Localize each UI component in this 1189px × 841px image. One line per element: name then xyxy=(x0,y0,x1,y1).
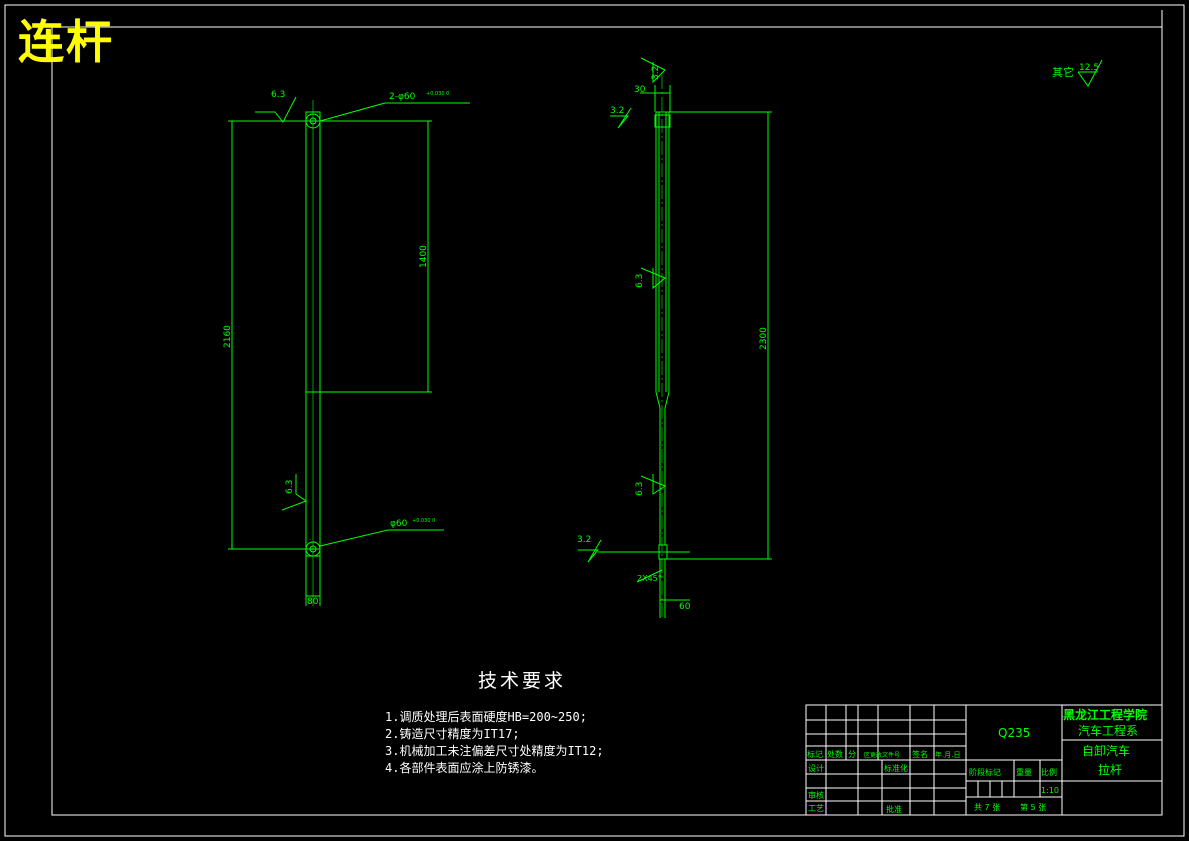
chamfer-leader xyxy=(636,569,663,583)
roughness-symbol-top xyxy=(255,96,297,123)
tech-requirements-heading: 技术要求 xyxy=(478,670,567,692)
side-roughness-1-text: 3.2 xyxy=(610,106,624,116)
side-roughness-top-text: 3.2 xyxy=(651,66,661,80)
side-roughness-2-text: 6.3 xyxy=(635,274,645,288)
ratio-label: 比例 xyxy=(1041,767,1057,777)
outer-frame xyxy=(4,4,1185,837)
sheet-total: 共 7 张 xyxy=(974,803,1000,812)
tech-requirement-item: 3.机械加工未注偏差尺寸处精度为IT12; xyxy=(385,744,604,758)
taper-right xyxy=(664,391,670,545)
side-roughness-3 xyxy=(640,474,667,495)
tech-requirements-list: 1.调质处理后表面硬度HB=200~250; 2.铸造尺寸精度为IT17; 3.… xyxy=(385,709,604,777)
bottom-hole-tolerance: +0.030 0 xyxy=(412,518,435,524)
front-roughness-top: 6.3 xyxy=(271,90,285,100)
approve-label: 批准 xyxy=(886,804,902,814)
dim-text-2300: 2300 xyxy=(759,327,769,350)
side-roughness-4 xyxy=(578,539,602,563)
material-text: Q235 xyxy=(998,726,1030,740)
tech-requirement-item: 1.调质处理后表面硬度HB=200~250; xyxy=(385,710,587,724)
title-block xyxy=(805,704,1163,816)
taper-left xyxy=(655,391,661,545)
other-roughness-label: 其它 xyxy=(1052,65,1074,79)
col-header-1: 处数 xyxy=(827,749,843,759)
dim-text-2160: 2160 xyxy=(223,325,233,348)
side-roughness-top xyxy=(640,57,666,84)
part-name-text: 拉杆 xyxy=(1098,762,1122,777)
roughness-symbol-mid xyxy=(281,474,308,511)
tech-requirement-item: 4.各部件表面应涂上防锈漆。 xyxy=(385,761,544,775)
other-roughness-symbol xyxy=(1077,59,1103,87)
process-label: 工艺 xyxy=(808,804,824,813)
school-text: 黑龙江工程学院 xyxy=(1063,707,1147,722)
side-roughness-2 xyxy=(640,267,666,290)
department-text: 汽车工程系 xyxy=(1078,723,1138,738)
standard-label: 标准化 xyxy=(884,763,908,773)
col-header-2: 分 xyxy=(848,750,856,759)
front-view xyxy=(228,96,470,606)
bottom-hole-callout: φ60 xyxy=(390,519,408,529)
bottom-hole-leader xyxy=(319,529,444,547)
dim-text-60: 60 xyxy=(679,602,691,612)
scale-value: 1:10 xyxy=(1041,786,1059,795)
top-hole-leader xyxy=(319,102,470,122)
col-header-5: 年.月.日 xyxy=(935,750,960,759)
top-hole-tolerance: +0.030 0 xyxy=(426,91,449,97)
col-header-4: 签名 xyxy=(912,749,928,759)
side-roughness-1 xyxy=(610,107,632,129)
designer-label: 设计 xyxy=(808,763,824,773)
dim-text-30: 30 xyxy=(634,85,646,95)
stage-label: 阶段标记 xyxy=(969,767,1001,777)
inner-frame xyxy=(51,26,1163,816)
chamfer-text: 2X45° xyxy=(637,574,662,583)
top-hole-callout: 2-φ60 xyxy=(389,92,416,102)
side-view xyxy=(578,57,772,618)
drawing-title: 连杆 xyxy=(18,15,114,69)
tech-requirement-item: 2.铸造尺寸精度为IT17; xyxy=(385,727,520,741)
fork-top-block xyxy=(654,114,671,128)
dim-text-80: 80 xyxy=(307,597,319,607)
side-roughness-4-text: 3.2 xyxy=(577,535,591,545)
side-roughness-3-text: 6.3 xyxy=(635,482,645,496)
review-label: 审核 xyxy=(808,790,824,800)
front-roughness-mid: 6.3 xyxy=(285,480,295,494)
sheet-no: 第 5 张 xyxy=(1020,802,1046,812)
weight-label: 重量 xyxy=(1016,767,1032,777)
col-header-0: 标记 xyxy=(807,749,823,759)
other-roughness-value: 12.5 xyxy=(1079,63,1099,73)
product-text: 自卸汽车 xyxy=(1082,743,1130,758)
col-header-3: 区更改文件号 xyxy=(864,751,900,759)
dim-text-1400: 1400 xyxy=(419,245,429,268)
